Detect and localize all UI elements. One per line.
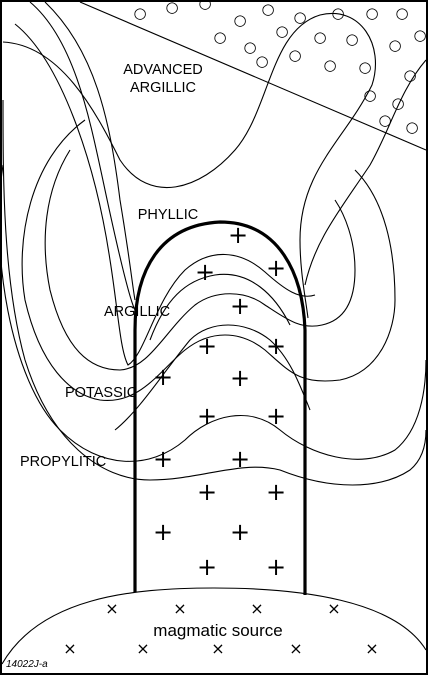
surface-deposit-circle: ○ <box>261 0 274 18</box>
intrusion-plus: + <box>266 254 286 282</box>
intrusion-plus: + <box>197 478 217 506</box>
label-propylitic: PROPYLITIC <box>20 454 106 470</box>
magmatic-source-cross: × <box>327 599 340 618</box>
intrusion-plus: + <box>266 402 286 430</box>
surface-deposit-circle: ○ <box>255 52 268 70</box>
surface-deposit-circle: ○ <box>345 30 358 48</box>
surface-deposit-circle: ○ <box>395 4 408 22</box>
intrusion-plus: + <box>266 478 286 506</box>
surface-deposit-circle: ○ <box>388 36 401 54</box>
intrusion-plus: + <box>230 364 250 392</box>
magmatic-source-cross: × <box>211 639 224 658</box>
intrusion-plus: + <box>230 292 250 320</box>
surface-deposit-circle: ○ <box>198 0 211 12</box>
surface-deposit-circle: ○ <box>331 4 344 22</box>
surface-deposit-circle: ○ <box>313 28 326 46</box>
surface-deposit-circle: ○ <box>288 46 301 64</box>
magmatic-source-cross: × <box>63 639 76 658</box>
intrusion-plus: + <box>197 332 217 360</box>
surface-deposit-circle: ○ <box>405 118 418 136</box>
intrusion-plus: + <box>266 332 286 360</box>
magmatic-source-cross: × <box>289 639 302 658</box>
surface-deposit-circle: ○ <box>165 0 178 16</box>
intrusion-plus: + <box>228 221 248 249</box>
surface-deposit-circle: ○ <box>413 26 426 44</box>
surface-deposit-circle: ○ <box>365 4 378 22</box>
magmatic-source-cross: × <box>136 639 149 658</box>
label-advanced-argillic-line1: ADVANCED <box>123 62 203 78</box>
surface-deposit-circle: ○ <box>293 8 306 26</box>
surface-deposit-circle: ○ <box>403 66 416 84</box>
intrusion-plus: + <box>153 445 173 473</box>
label-potassic: POTASSIC <box>65 385 137 401</box>
surface-deposit-circle: ○ <box>358 58 371 76</box>
label-magmatic-source: magmatic source <box>153 621 282 640</box>
figure-id: 14022J-a <box>6 659 48 670</box>
intrusion-plus: + <box>195 258 215 286</box>
label-argillic: ARGILLIC <box>104 304 170 320</box>
magmatic-source-cross: × <box>365 639 378 658</box>
intrusion-plus: + <box>230 518 250 546</box>
phyllic-inner-boundary <box>45 2 135 300</box>
intrusion-plus: + <box>230 445 250 473</box>
surface-deposit-circle: ○ <box>213 28 226 46</box>
intrusion-plus: + <box>266 553 286 581</box>
surface-deposit-circle: ○ <box>133 4 146 22</box>
intrusion-plus: + <box>153 518 173 546</box>
magmatic-source-cross: × <box>173 599 186 618</box>
intrusion-plus: + <box>197 553 217 581</box>
label-advanced-argillic-line2: ARGILLIC <box>130 80 196 96</box>
advanced-argillic-boundary <box>3 13 375 318</box>
surface-deposit-circle: ○ <box>363 86 376 104</box>
intrusion-plus: + <box>153 363 173 391</box>
surface-deposit-circle: ○ <box>323 56 336 74</box>
intrusion-plus: + <box>197 402 217 430</box>
surface-deposit-circle: ○ <box>275 22 288 40</box>
magmatic-source-cross: × <box>250 599 263 618</box>
magmatic-source-cross: × <box>105 599 118 618</box>
label-phyllic: PHYLLIC <box>138 207 198 223</box>
surface-deposit-circle: ○ <box>233 11 246 29</box>
surface-deposit-circle: ○ <box>378 111 391 129</box>
surface-deposit-circle: ○ <box>391 94 404 112</box>
